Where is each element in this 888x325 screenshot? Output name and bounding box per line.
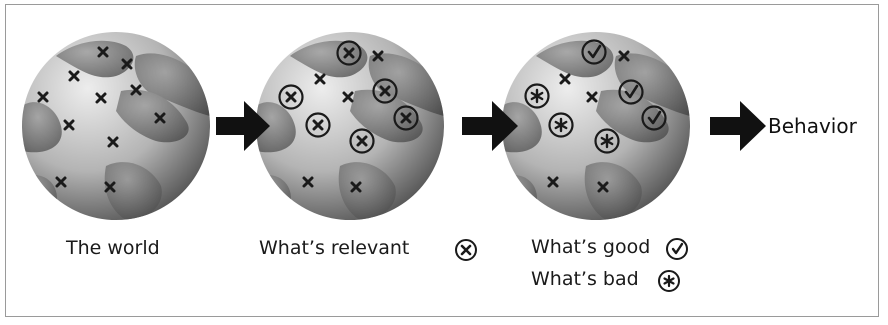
caption-whats-relevant: What’s relevant xyxy=(259,237,409,259)
circled-asterisk-icon xyxy=(659,271,679,291)
behavior-label: Behavior xyxy=(768,114,858,138)
caption-the-world: The world xyxy=(66,237,160,259)
globe-world xyxy=(22,32,210,220)
circled-x-icon xyxy=(456,240,476,260)
circled-check-icon xyxy=(667,239,687,259)
caption-whats-bad: What’s bad xyxy=(531,268,639,290)
arrow-to-behavior xyxy=(710,101,766,151)
globe-relevant xyxy=(256,32,444,220)
caption-whats-good: What’s good xyxy=(531,236,650,258)
